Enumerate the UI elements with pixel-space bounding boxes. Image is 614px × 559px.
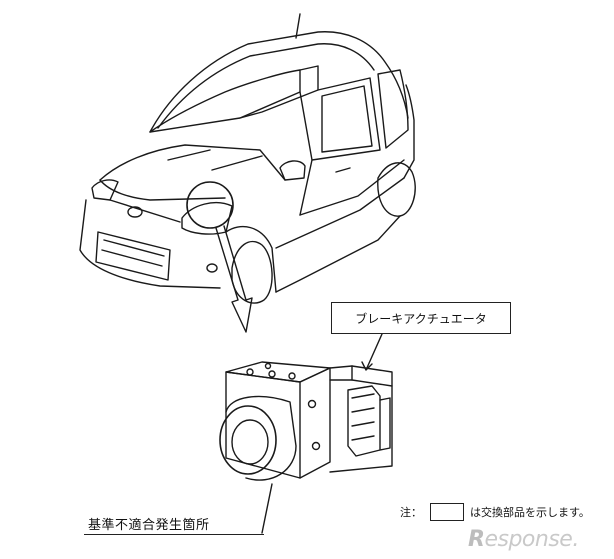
watermark-text: esponse. — [484, 527, 579, 552]
brake-actuator-icon — [219, 361, 393, 481]
actuator-label-text: ブレーキアクチュエータ — [355, 311, 487, 326]
note-prefix: 注： — [400, 506, 422, 519]
watermark-mark: R — [468, 527, 485, 552]
defect-location-label: 基準不適合発生箇所 — [88, 518, 210, 533]
actuator-leader-line — [361, 333, 383, 371]
actuator-label: ブレーキアクチュエータ — [331, 302, 511, 334]
response-watermark: Response. — [468, 527, 579, 552]
legend-note: 注： は交換部品を示します。 — [400, 503, 590, 521]
defect-label-underline — [84, 534, 264, 535]
defect-leader-line — [261, 483, 273, 534]
minivan-icon — [79, 13, 416, 304]
note-suffix: は交換部品を示します。 — [470, 506, 590, 519]
down-arrow-icon — [215, 225, 253, 333]
callout-circle-icon — [186, 181, 234, 229]
replacement-part-sample-box — [430, 503, 464, 521]
